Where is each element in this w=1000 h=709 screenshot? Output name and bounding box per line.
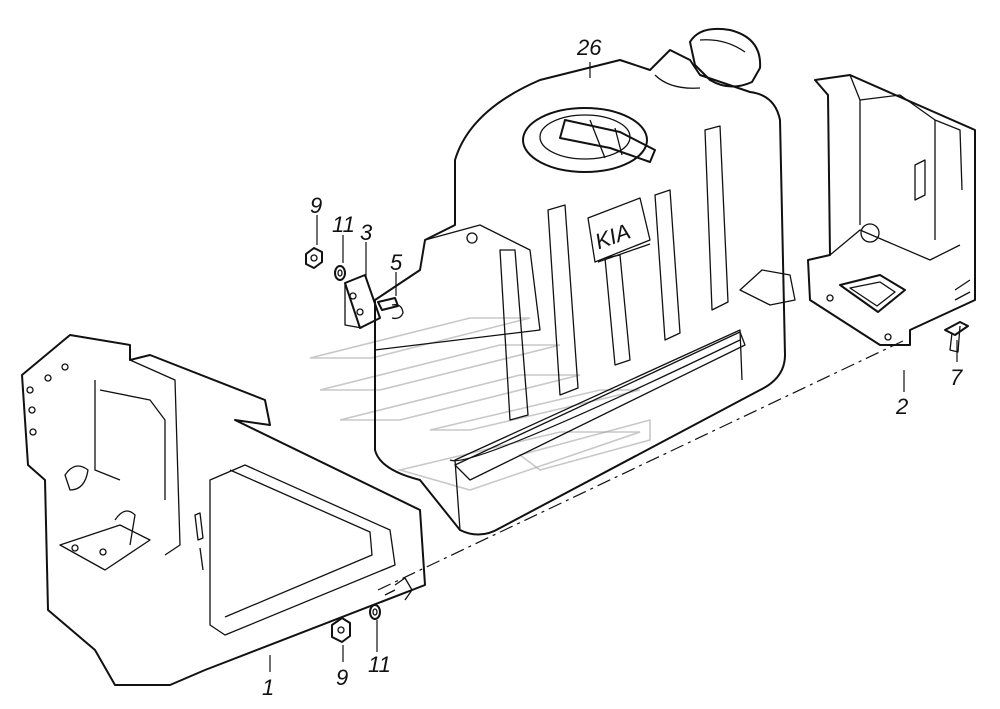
callout-tank-holder: 2: [895, 394, 908, 419]
callout-labels: 26 9 11 3 5 2 7 1 9 11: [262, 35, 963, 700]
callout-washer-top: 11: [332, 212, 355, 237]
frame-bracket: [21, 334, 426, 686]
tank: KIA: [374, 27, 796, 536]
leader-lines: [269, 62, 958, 672]
nut-top: [305, 247, 323, 269]
watermark-logo: [309, 317, 651, 491]
bolt-top: [377, 297, 404, 320]
callout-tank: 26: [576, 35, 602, 60]
assembly-axis-line: [377, 339, 906, 591]
washer-top: [334, 265, 346, 281]
washer-bottom: [369, 604, 381, 620]
callout-bolt-top: 5: [390, 250, 403, 275]
callout-nut-top: 9: [310, 193, 322, 218]
bracket: [344, 274, 381, 329]
callout-frame-bracket: 1: [262, 675, 274, 700]
callout-nut-bottom: 9: [336, 665, 348, 690]
tank-holder: [807, 74, 976, 346]
callout-washer-bottom: 11: [368, 652, 391, 677]
callout-bracket: 3: [360, 220, 373, 245]
callout-bolt-right: 7: [950, 365, 963, 390]
bolt-right: [944, 321, 969, 353]
nut-bottom: [331, 617, 351, 643]
